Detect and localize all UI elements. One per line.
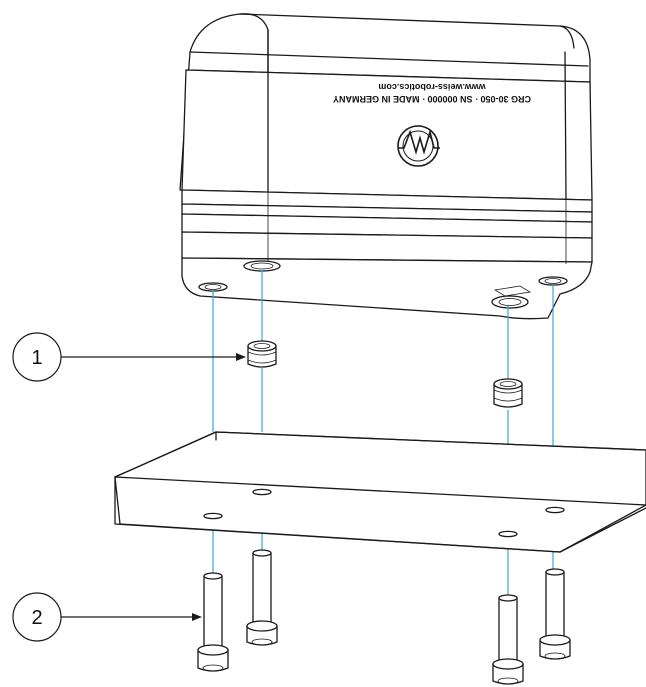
- callout-2: 2: [12, 592, 202, 642]
- gripper-housing: CRG 30-050 · SN 000000 · MADE IN GERMANY…: [179, 13, 593, 320]
- mounting-screw: [539, 568, 571, 660]
- plate-hole: [498, 530, 518, 538]
- mounting-screw: [246, 549, 278, 646]
- mounting-screw: [197, 572, 229, 672]
- plate-hole: [252, 488, 272, 496]
- mounting-screw: [492, 594, 524, 685]
- callout-number: 2: [31, 607, 42, 629]
- housing-hole: [538, 276, 568, 286]
- label-line-1: CRG 30-050 · SN 000000 · MADE IN GERMANY: [333, 94, 531, 104]
- weiss-logo-icon: [397, 125, 440, 167]
- centering-sleeve: [493, 378, 523, 408]
- label-line-2: www.weiss-robotics.com: [378, 82, 486, 92]
- callout-1: 1: [12, 332, 246, 382]
- plate-hole: [203, 512, 223, 520]
- plate-hole: [545, 506, 565, 514]
- housing-hole: [243, 260, 281, 272]
- mounting-plate: [114, 431, 646, 553]
- centering-sleeve: [247, 340, 277, 368]
- housing-hole: [491, 295, 529, 309]
- housing-hole: [198, 282, 228, 292]
- callout-number: 1: [31, 347, 42, 369]
